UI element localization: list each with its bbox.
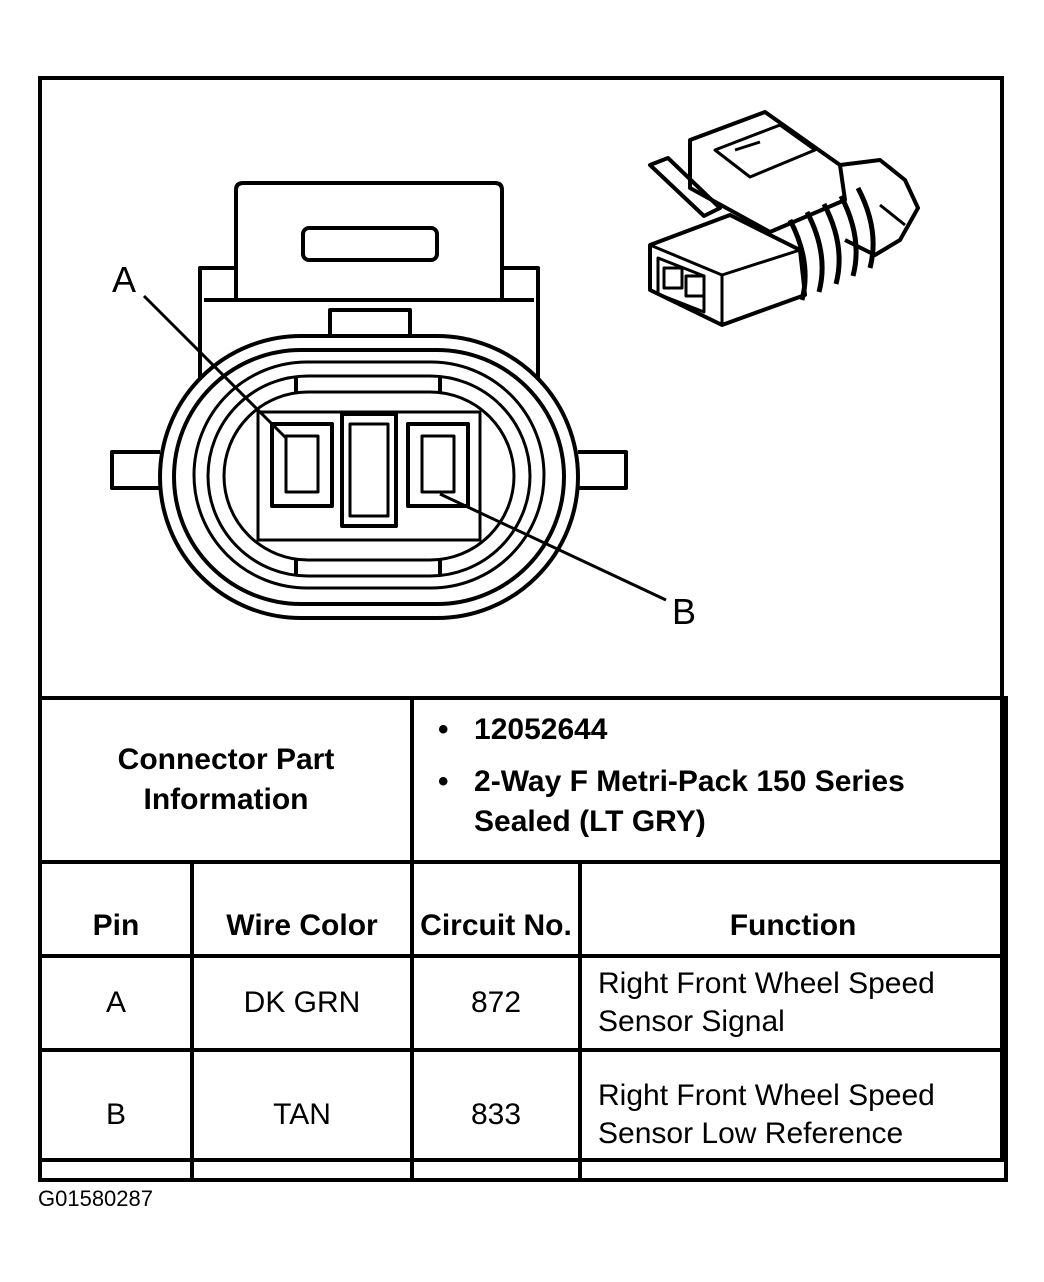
row-pin: A — [38, 954, 194, 1052]
row-circuit: 833 — [410, 1048, 583, 1182]
pin-a-label: A — [112, 259, 137, 300]
connector-face-view — [110, 181, 667, 620]
connector-part-number: 12052644 — [438, 710, 1004, 750]
header-function: Function — [578, 860, 1009, 958]
row-circuit: 872 — [410, 954, 583, 1052]
connector-part-label: Connector Part Information — [37, 696, 415, 864]
table-row: B TAN 833 Right Front Wheel Speed Sensor… — [38, 1048, 1009, 1182]
header-wire-color: Wire Color — [189, 860, 415, 958]
row-function: Right Front Wheel Speed Sensor Signal — [578, 954, 1009, 1052]
row-function: Right Front Wheel Speed Sensor Low Refer… — [578, 1048, 1009, 1182]
connector-part-values: 12052644 2-Way F Metri-Pack 150 Series S… — [410, 696, 1009, 864]
pin-b-label: B — [672, 591, 697, 632]
connector-info-table: Connector Part Information 12052644 2-Wa… — [37, 696, 1009, 1182]
figure-code: G01580287 — [38, 1186, 153, 1211]
table-row: A DK GRN 872 Right Front Wheel Speed Sen… — [38, 954, 1009, 1052]
row-wire-color: TAN — [189, 1048, 415, 1182]
connector-part-row: Connector Part Information 12052644 2-Wa… — [37, 696, 1009, 864]
connector-isometric-view — [648, 110, 920, 327]
connector-drawing — [110, 110, 920, 620]
header-pin: Pin — [38, 860, 194, 958]
connector-part-description: 2-Way F Metri-Pack 150 Series Sealed (LT… — [438, 762, 1004, 842]
row-wire-color: DK GRN — [189, 954, 415, 1052]
row-pin: B — [38, 1048, 194, 1182]
header-circuit-no: Circuit No. — [410, 860, 583, 958]
table-header-row: Pin Wire Color Circuit No. Function — [38, 860, 1009, 958]
